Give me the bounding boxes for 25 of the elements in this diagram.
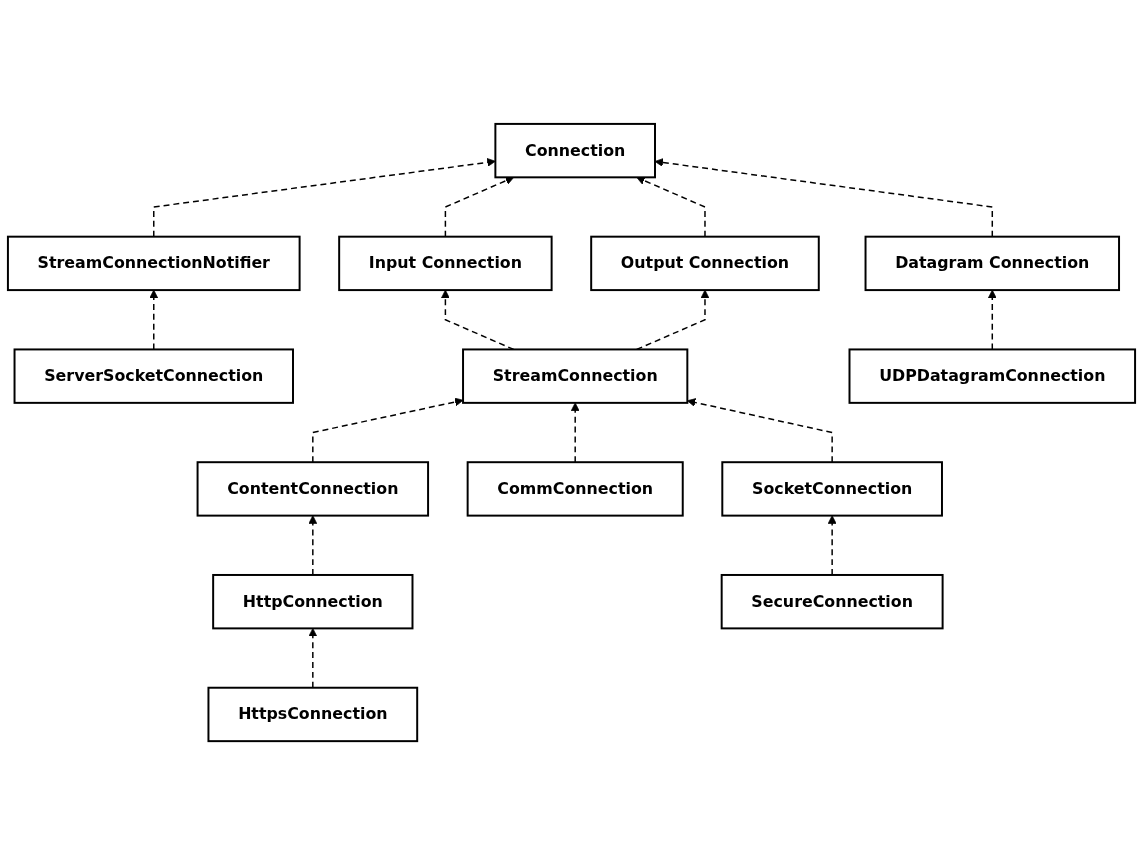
node-box: ContentConnection xyxy=(196,461,430,518)
node-box: Connection xyxy=(494,123,656,179)
node-box: UDPDatagramConnection xyxy=(848,348,1137,405)
node-box: StreamConnection xyxy=(462,348,689,405)
node-box: SecureConnection xyxy=(720,574,944,630)
arrow xyxy=(444,176,515,238)
node-box: SocketConnection xyxy=(721,461,943,518)
arrow xyxy=(308,515,318,577)
node-box: Output Connection xyxy=(590,236,820,292)
arrow xyxy=(312,398,464,464)
node-box: CommConnection xyxy=(466,461,684,518)
node-box: Input Connection xyxy=(338,236,553,292)
node-box: StreamConnectionNotifier xyxy=(6,236,301,292)
node-box: Datagram Connection xyxy=(864,236,1121,292)
node-box: ServerSocketConnection xyxy=(13,348,294,405)
node-box: HttpConnection xyxy=(212,574,414,630)
arrow xyxy=(686,398,833,464)
arrow xyxy=(570,402,580,464)
arrow xyxy=(636,176,706,238)
node-box: HttpsConnection xyxy=(207,687,419,743)
arrow xyxy=(308,628,318,689)
arrow xyxy=(149,290,159,351)
arrow xyxy=(827,515,837,577)
arrow xyxy=(987,290,997,351)
arrow xyxy=(153,158,496,238)
